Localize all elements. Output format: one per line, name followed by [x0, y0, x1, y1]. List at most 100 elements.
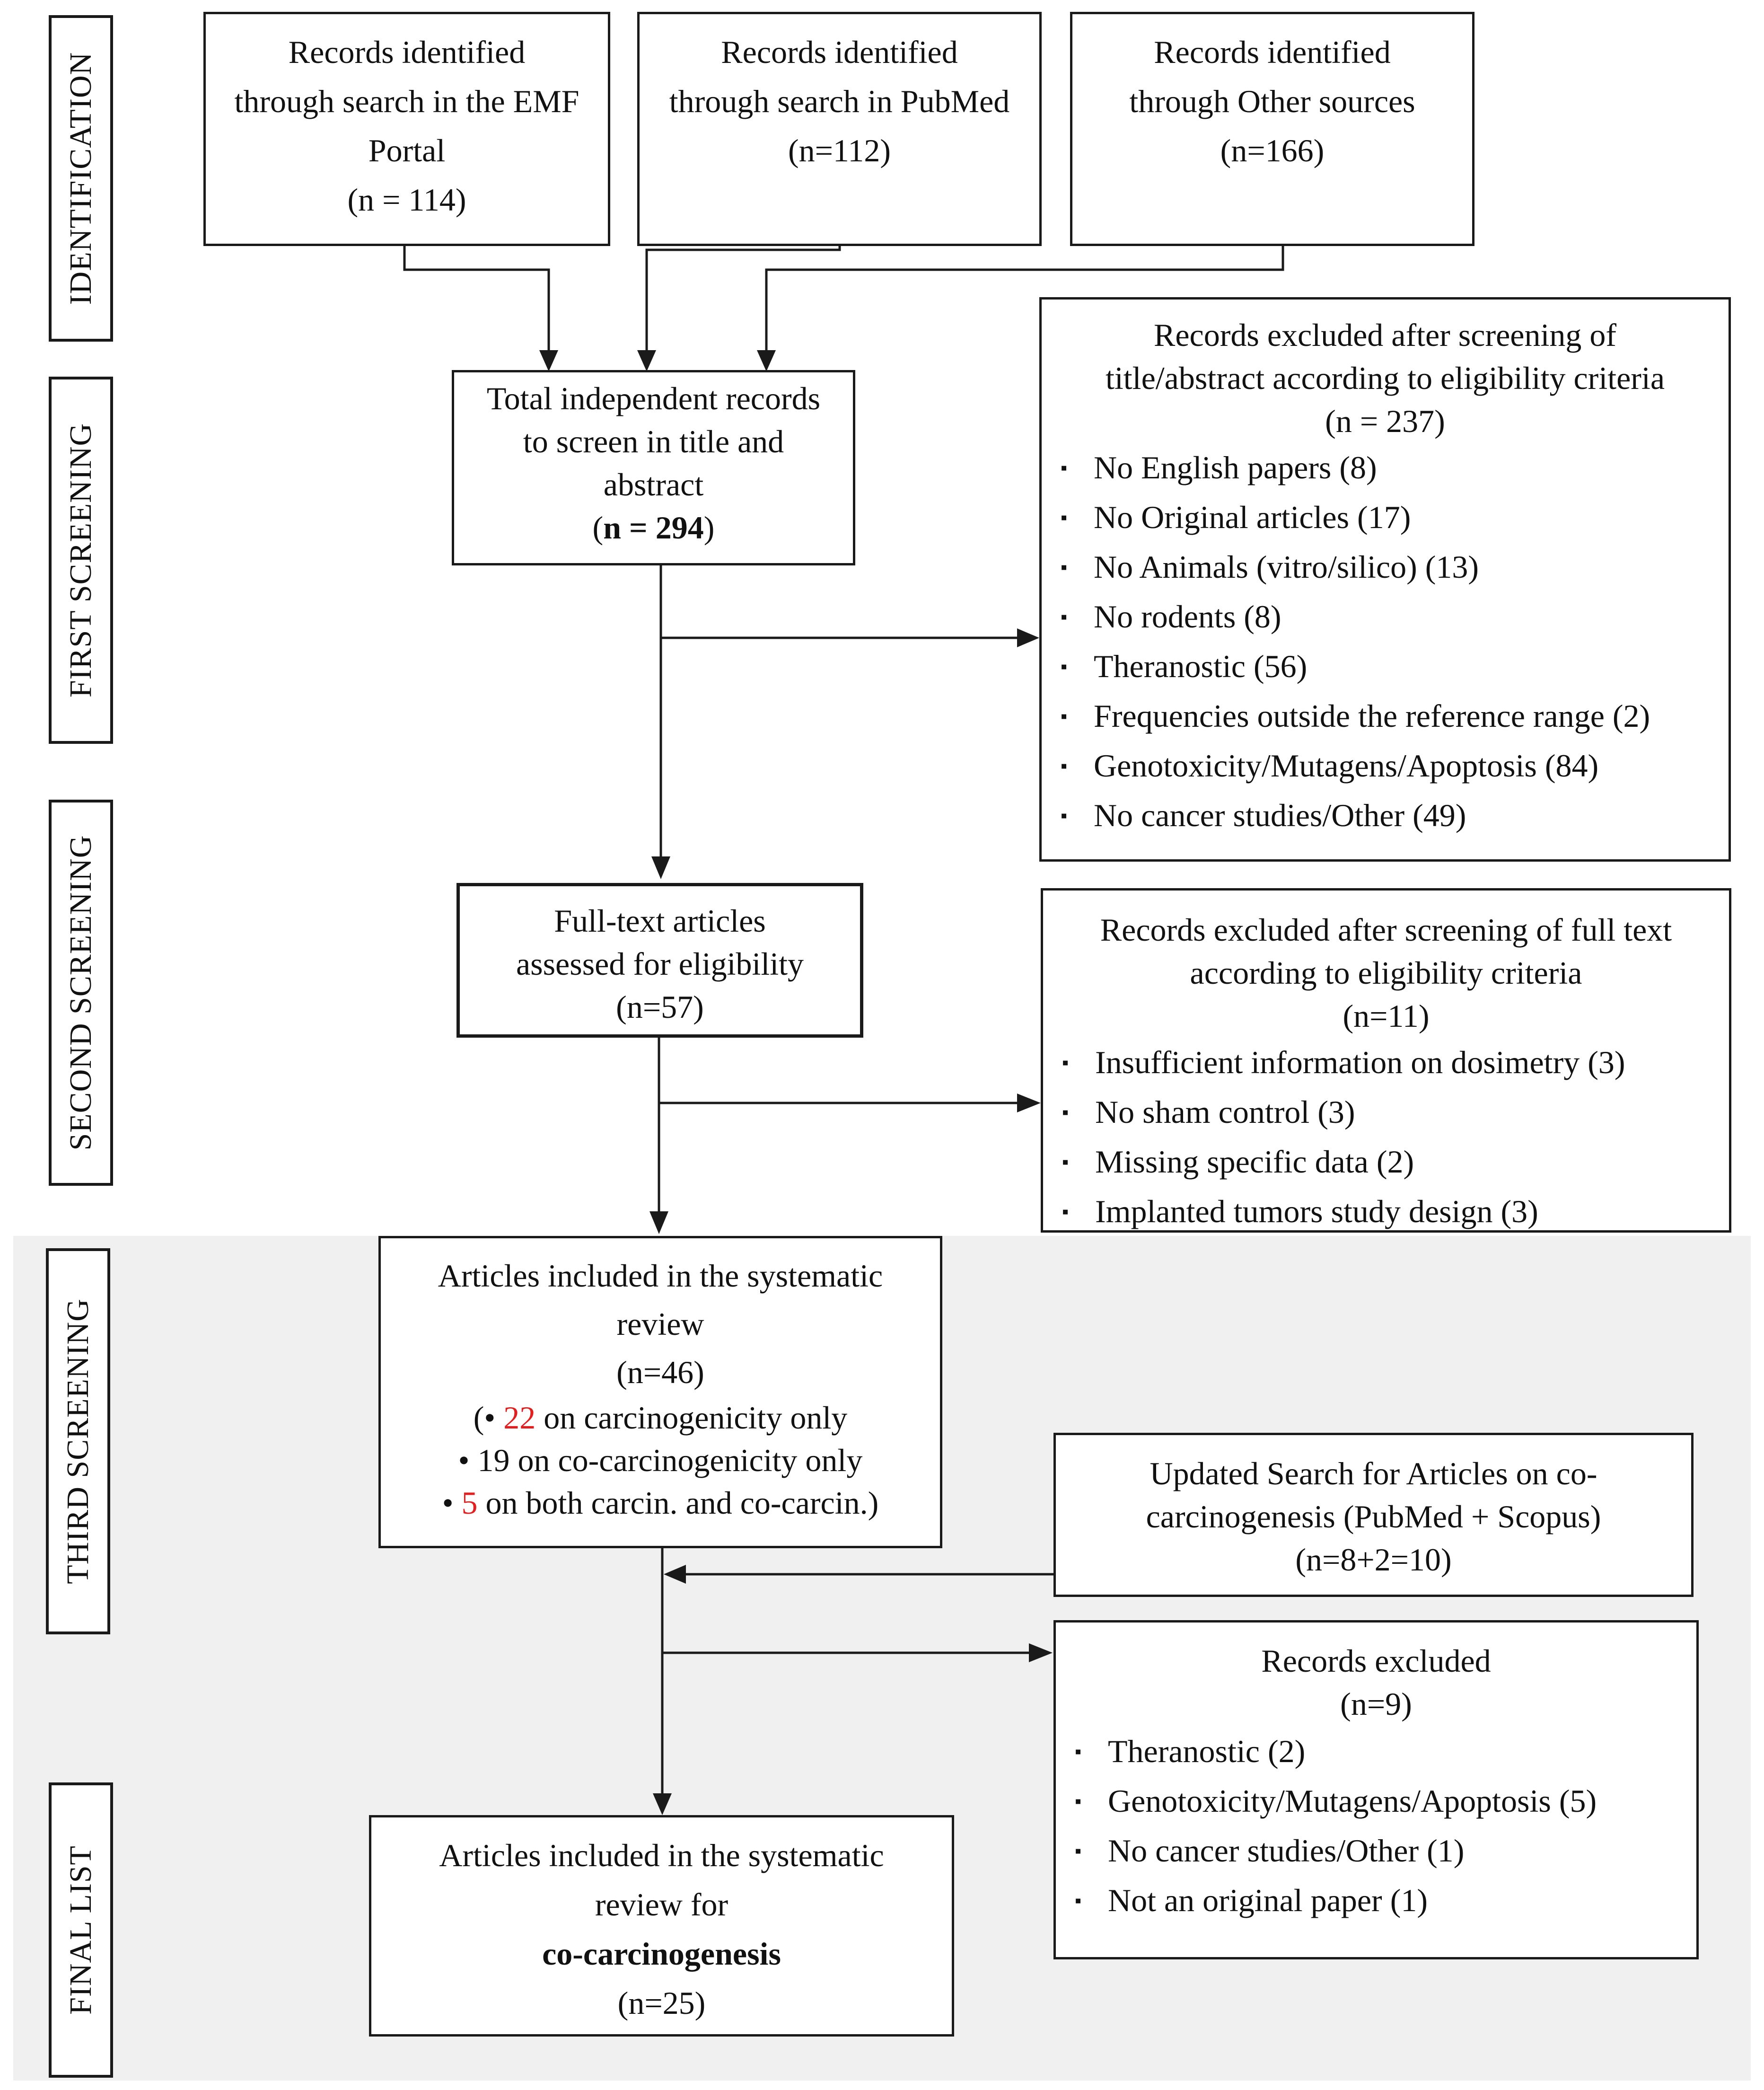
pubmed-line2: through search in PubMed	[669, 83, 1010, 119]
final-line1: Articles included in the systematic	[439, 1837, 884, 1873]
updated-line1: Updated Search for Articles on co-	[1150, 1455, 1597, 1491]
bullet-icon: ▪	[1061, 606, 1068, 627]
list-item: ▪ Not an original paper (1)	[1056, 1876, 1696, 1925]
included-bullet-both: • 5 on both carcin. and co-carcin.)	[381, 1482, 940, 1524]
list-item: ▪Genotoxicity/Mutagens/Apoptosis (5)	[1056, 1776, 1696, 1826]
excluded-third-count: (n=9)	[1340, 1686, 1412, 1722]
bullet-icon: ▪	[1061, 755, 1068, 776]
fulltext-count: (n=57)	[616, 989, 704, 1025]
emf-line2: through search in the EMF	[234, 83, 579, 119]
total-count: (n = 294)	[454, 506, 853, 549]
excluded-second-line2: according to eligibility criteria	[1190, 955, 1582, 991]
arrowhead-icon	[664, 1565, 686, 1584]
excluded-third-line1: Records excluded	[1261, 1643, 1491, 1679]
list-item: ▪ No English papers (8)	[1042, 443, 1729, 493]
bullet-icon: ▪	[1061, 556, 1068, 578]
included-b1-suffix: on carcinogenicity only	[535, 1400, 848, 1436]
updated-search-box: Updated Search for Articles on co- carci…	[1053, 1433, 1694, 1597]
pubmed-box: Records identified through search in Pub…	[637, 12, 1042, 246]
connector-other	[765, 246, 1284, 350]
list-item: ▪ Insufficient information on dosimetry (…	[1043, 1038, 1729, 1087]
excluded-second-list: ▪ Insufficient information on dosimetry (…	[1043, 1038, 1729, 1230]
list-item-text: Theranostic (56)	[1094, 648, 1308, 684]
excluded-third-box: Records excluded (n=9) ▪Theranostic (2) …	[1053, 1620, 1699, 1959]
bullet-icon: ▪	[1061, 705, 1068, 727]
pubmed-line1: Records identified	[721, 34, 958, 70]
arrowhead-icon	[649, 1211, 668, 1234]
bullet-icon: ▪	[1062, 1102, 1069, 1123]
included-bullet-co-carcinogenicity: • 19 on co-carcinogenicity only	[458, 1442, 863, 1478]
bullet-icon: ▪	[1061, 805, 1068, 826]
bullet-icon: ▪	[1061, 507, 1068, 528]
bullet-icon: ▪	[1075, 1741, 1082, 1762]
list-item: ▪No rodents (8)	[1042, 592, 1729, 642]
included-line1: Articles included in the systematic	[438, 1258, 883, 1294]
list-item-text: Genotoxicity/Mutagens/Apoptosis (5)	[1108, 1783, 1597, 1819]
final-line3: co-carcinogenesis	[542, 1936, 781, 1972]
bullet-icon: ▪	[1075, 1840, 1082, 1861]
list-item-text: Implanted tumors study design (3)	[1095, 1193, 1538, 1229]
stage-first-screening: FIRST SCREENING	[49, 377, 113, 744]
updated-count: (n=8+2=10)	[1295, 1542, 1452, 1578]
bullet-icon: ▪	[1062, 1052, 1069, 1073]
connector-pubmed	[645, 246, 841, 350]
pubmed-count: (n=112)	[788, 132, 891, 168]
excluded-first-count: (n = 237)	[1325, 403, 1445, 439]
fulltext-line2: assessed for eligibility	[516, 946, 804, 982]
stage-second-screening: SECOND SCREENING	[49, 800, 113, 1186]
list-item-text: No sham control (3)	[1095, 1094, 1355, 1130]
stage-final-list: FINAL LIST	[49, 1782, 113, 2078]
list-item-text: Frequencies outside the reference range …	[1094, 698, 1650, 734]
arrowhead-icon	[1029, 1643, 1053, 1662]
fulltext-box: Full-text articles assessed for eligibil…	[456, 883, 863, 1038]
total-count-close: )	[703, 510, 715, 546]
included-b3-number: 5	[461, 1485, 478, 1521]
list-item-text: Genotoxicity/Mutagens/Apoptosis (84)	[1094, 748, 1599, 784]
final-line2: review for	[595, 1887, 728, 1922]
total-count-value: n = 294	[603, 510, 704, 546]
excluded-second-line1: Records excluded after screening of full…	[1100, 912, 1672, 948]
list-item: ▪ Genotoxicity/Mutagens/Apoptosis (84)	[1042, 741, 1729, 791]
stage-third-screening: THIRD SCREENING	[46, 1248, 110, 1634]
excluded-third-header: Records excluded (n=9)	[1056, 1640, 1696, 1726]
list-item-text: Insufficient information on dosimetry (3…	[1095, 1044, 1625, 1080]
list-item-text: Theranostic (2)	[1108, 1733, 1306, 1769]
total-line2: to screen in title and	[523, 423, 784, 459]
list-item: ▪ Theranostic (56)	[1042, 642, 1729, 691]
stage-identification: IDENTIFICATION	[49, 15, 113, 342]
bullet-icon: ▪	[1075, 1890, 1082, 1911]
other-count: (n=166)	[1220, 132, 1325, 168]
other-line1: Records identified	[1154, 34, 1391, 70]
list-item-text: No Original articles (17)	[1094, 499, 1411, 535]
other-sources-box: Records identified through Other sources…	[1070, 12, 1474, 246]
emf-portal-box: Records identified through search in the…	[203, 12, 610, 246]
included-bullet-carcinogenicity: (• 22 on carcinogenicity only	[381, 1396, 940, 1439]
list-item-text: No English papers (8)	[1094, 450, 1377, 485]
emf-line1: Records identified	[288, 34, 526, 70]
total-records-box: Total independent records to screen in t…	[452, 370, 855, 565]
list-item: ▪ No Original articles (17)	[1042, 493, 1729, 542]
total-line3: abstract	[603, 467, 704, 503]
excluded-first-line1: Records excluded after screening of	[1154, 317, 1616, 353]
list-item: ▪No cancer studies/Other (1)	[1056, 1826, 1696, 1876]
arrowhead-icon	[757, 350, 776, 371]
bullet-icon: ▪	[1061, 656, 1068, 677]
list-item-text: Not an original paper (1)	[1108, 1882, 1428, 1918]
excluded-second-count: (n=11)	[1343, 998, 1430, 1034]
arrowhead-icon	[653, 1793, 672, 1815]
excluded-first-header: Records excluded after screening of titl…	[1042, 314, 1729, 443]
arrowhead-icon	[539, 350, 558, 371]
other-line2: through Other sources	[1129, 83, 1415, 119]
list-item: ▪ No Animals (vitro/silico) (13)	[1042, 542, 1729, 592]
list-item: ▪ Theranostic (2)	[1056, 1727, 1696, 1776]
bullet-icon: ▪	[1061, 457, 1068, 478]
list-item-text: No Animals (vitro/silico) (13)	[1094, 549, 1479, 585]
final-count: (n=25)	[617, 1985, 706, 2021]
included-line2: review	[616, 1306, 704, 1342]
emf-count: (n = 114)	[347, 182, 466, 218]
list-item: ▪No cancer studies/Other (49)	[1042, 791, 1729, 840]
included-box: Articles included in the systematic revi…	[378, 1236, 942, 1548]
arrowhead-icon	[1017, 628, 1039, 647]
connector-emf	[403, 246, 550, 350]
